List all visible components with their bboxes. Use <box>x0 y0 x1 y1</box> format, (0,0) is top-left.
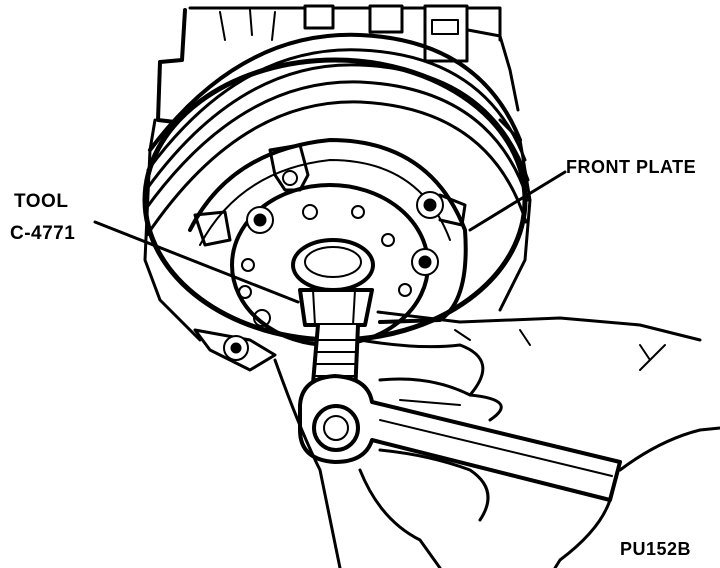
tool-label-line2: C-4771 <box>10 223 76 244</box>
mounting-bolts <box>223 191 444 361</box>
front-plate-leader-line <box>468 170 567 232</box>
compressor-body <box>156 4 520 124</box>
tool-label-line1: TOOL <box>14 191 69 212</box>
hand <box>273 310 720 568</box>
tool-c-4771 <box>291 238 375 397</box>
front-plate <box>188 138 468 372</box>
leader-lines <box>93 170 567 304</box>
front-plate-label: FRONT PLATE <box>566 157 697 177</box>
figure-id: PU152B <box>620 539 692 559</box>
tool-leader-line <box>93 220 300 304</box>
wrench <box>298 374 622 502</box>
